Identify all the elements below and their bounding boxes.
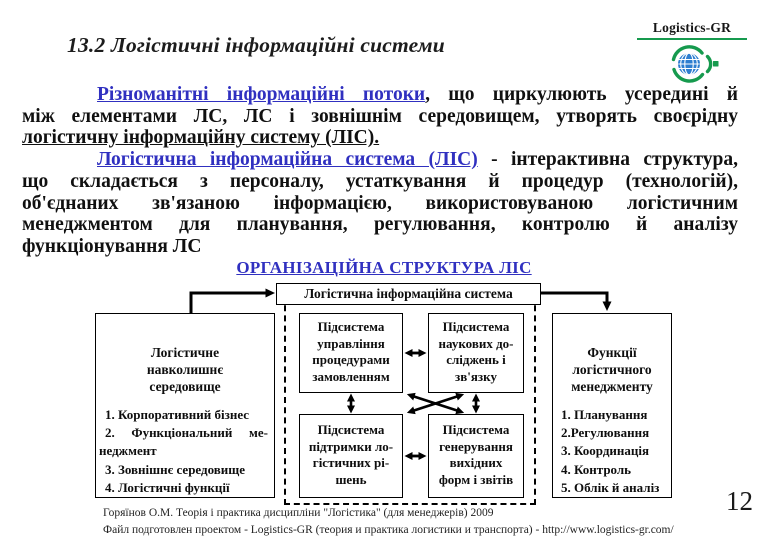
subsystem-decision-support-box: Підсистема підтримки ло- гістичних рі- ш… — [299, 414, 403, 498]
list-item: 5. Облік й аналіз — [561, 479, 660, 495]
list-item: 4. Контроль — [561, 461, 632, 477]
link-text-info-flows[interactable]: Різноманітні інформаційні потоки — [97, 84, 426, 105]
list-item: неджмент — [99, 443, 157, 459]
diagram-arrows — [189, 288, 612, 460]
paragraph-line: що складається з персоналу, устаткування… — [22, 170, 738, 192]
management-functions-list: 1. Планування 2.Регулювання 3. Координац… — [553, 406, 671, 497]
paragraph-text: , що циркулюють усередині й — [425, 84, 738, 105]
subsystem-output-generation-box: Підсистема генерування вихідних форм і з… — [428, 414, 524, 498]
paragraph-line: між елементами ЛС, ЛС і зовнішнім середо… — [22, 105, 738, 127]
diagram: Логістична інформаційна система Логістич… — [0, 280, 768, 512]
page-number: 12 — [726, 486, 753, 516]
lis-box: Логістична інформаційна система — [276, 283, 541, 305]
subsystem-research-communication-box: Підсистема наукових до- сліджень і зв'яз… — [428, 313, 524, 393]
paragraph-line: логістичну інформаційну систему (ЛІС). — [22, 127, 738, 149]
footer-line-2: Файл подготовлен проектом - Logistics-GR… — [103, 522, 674, 539]
environment-box-list: 1. Корпоративний бізнес 2. Функціональни… — [96, 406, 274, 497]
diagram-heading: ОРГАНІЗАЦІЙНА СТРУКТУРА ЛІС — [236, 258, 532, 277]
list-item: 1. Корпоративний бізнес — [105, 407, 250, 422]
environment-box: Логістичне навколишнє середовище 1. Корп… — [95, 313, 275, 498]
footer: Горяїнов О.М. Теорія і практика дисциплі… — [103, 505, 674, 538]
management-functions-box: Функції логістичного менеджменту 1. План… — [552, 313, 672, 498]
subsystem-order-management-box: Підсистема управління процедурами замовл… — [299, 313, 403, 393]
list-item: 1. Планування — [561, 407, 648, 422]
logo: Logistics-GR — [637, 20, 747, 86]
body-text: Різноманітні інформаційні потоки, що цир… — [22, 84, 738, 258]
arrow-cross-2 — [406, 392, 465, 415]
list-item: 3. Координація — [561, 443, 650, 459]
page-title: 13.2 Логістичні інформаційні системи — [67, 33, 445, 57]
footer-line-2-text: Файл подготовлен проектом - Logistics-GR… — [103, 523, 543, 536]
list-item: 4. Логістичні функції — [105, 479, 230, 495]
footer-line-1: Горяїнов О.М. Теорія і практика дисциплі… — [103, 507, 494, 519]
management-functions-title: Функції логістичного менеджменту — [571, 345, 653, 394]
paragraph-text: - інтерактивна структура, — [477, 149, 738, 171]
link-text-lis[interactable]: Логістична інформаційна система (ЛІС) — [97, 149, 478, 171]
logo-globe-icon — [671, 45, 719, 83]
paragraph-line: Логістична інформаційна система (ЛІС) - … — [22, 149, 738, 171]
paragraph-line: менеджментом для планування, регулювання… — [22, 214, 738, 236]
paragraph-line: функціонування ЛС — [22, 235, 202, 257]
paragraph-1: Різноманітні інформаційні потоки, що цир… — [22, 84, 738, 149]
logo-text: Logistics-GR — [637, 20, 747, 40]
list-item: 2.Регулювання — [561, 425, 650, 441]
paragraph-line: Різноманітні інформаційні потоки, що цир… — [22, 84, 738, 106]
paragraph-line: об'єднаних зв'язаною інформацією, викори… — [22, 192, 738, 214]
underlined-text: логістичну інформаційну систему (ЛІС). — [22, 127, 380, 149]
list-item: 2. Функціональний ме- — [105, 425, 268, 441]
paragraph-2: Логістична інформаційна система (ЛІС) - … — [22, 149, 738, 258]
footer-url[interactable]: http://www.logistics-gr.com/ — [542, 523, 674, 536]
list-item: 3. Зовнішнє середовище — [105, 461, 246, 477]
environment-box-title: Логістичне навколишнє середовище — [146, 345, 224, 394]
arrow-lis-to-functions — [541, 291, 612, 311]
arrow-environment-to-lis — [189, 288, 275, 313]
